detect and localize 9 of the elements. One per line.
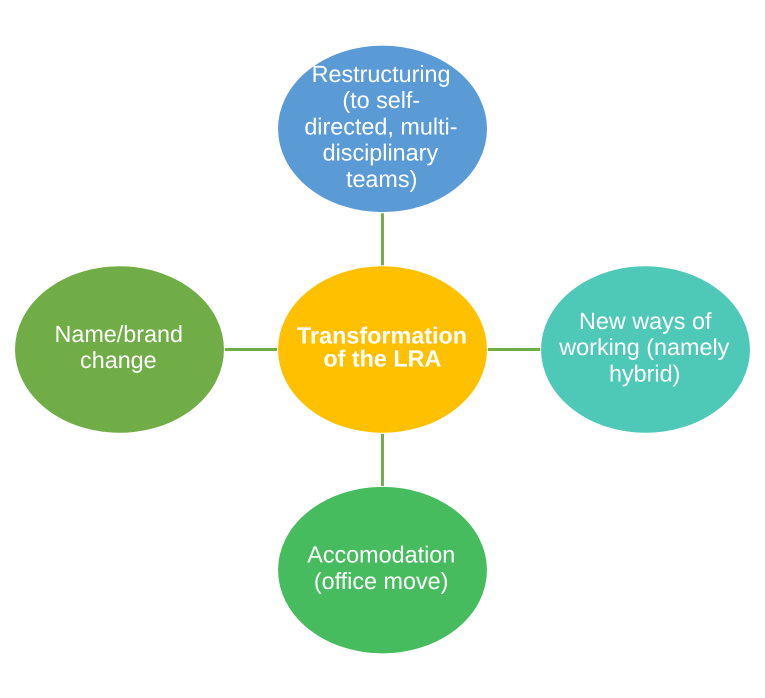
connector xyxy=(488,348,540,350)
node-ellipse: Accomodation (office move) xyxy=(276,484,488,654)
node-ellipse: Transformation of the LRA xyxy=(276,264,488,434)
connector xyxy=(224,348,278,350)
node-ellipse: New ways of working (namely hybrid) xyxy=(540,264,752,434)
connector xyxy=(381,433,384,486)
connector xyxy=(381,212,384,265)
node-ellipse: Name/brand change xyxy=(14,264,226,434)
node-ellipse: Restructuring (to self-directed, multi-disciplinary teams) xyxy=(276,44,488,214)
